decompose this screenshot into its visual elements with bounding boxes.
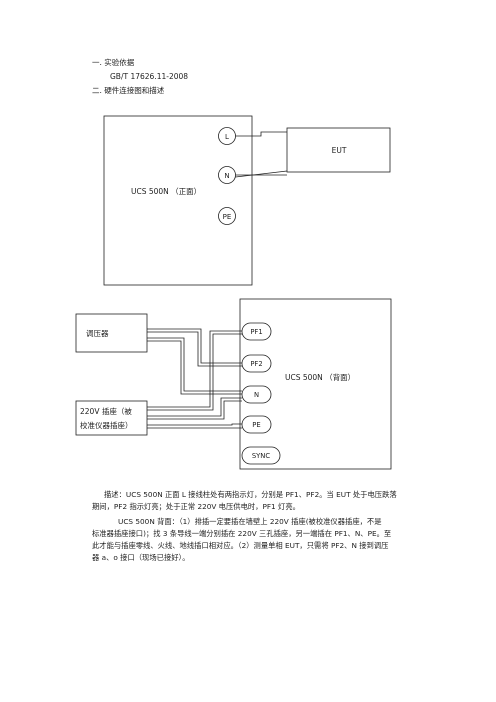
front-port-pe-label: PE [223,213,232,221]
front-port-pe [218,207,236,225]
back-unit-box [239,298,392,470]
description-line-1: 描述：UCS 500N 正面 L 接线柱处有两指示灯，分别是 PF1、PF2。当… [104,490,397,499]
front-port-l-label: L [225,133,229,141]
wire-socket-n-b [147,400,242,420]
back-port-n-label: N [254,391,259,399]
wire-socket-pe-a [147,423,242,426]
back-unit-label: UCS 500N （背面） [285,372,355,382]
back-port-pf2-label: PF2 [250,360,262,368]
regulator-label: 调压器 [86,329,109,338]
section-1-heading: 一. 实验依据 [92,58,135,67]
wire-reg-pf2-a [147,328,242,364]
wire-socket-n-a [147,397,242,417]
back-port-pe [241,415,272,434]
description-line-6: 器 a、o 接口（现场已接好）。 [92,553,190,562]
eut-label: EUT [332,146,347,155]
back-port-pf1-label: PF1 [250,328,262,336]
description-line-5: 此才能与插座零线、火线、地线插口相对应。（2）测量单相 EUT，只需将 PF2、… [92,541,389,550]
wire-reg-n-b [147,340,242,395]
socket-box [75,400,148,436]
description-line-4: 标准器插座接口)；找 3 条导线一端分别插在 220V 三孔插座，另一端插在 P… [92,529,392,538]
wire-socket-pf1-b [147,333,242,411]
back-port-pe-label: PE [252,421,260,429]
regulator-box [75,313,148,353]
section-2-heading: 二. 硬件连接图和描述 [92,86,165,95]
wire-reg-pf2-b [147,331,242,367]
back-port-sync [241,446,281,465]
back-port-pf2 [241,354,272,373]
front-unit-label: UCS 500N （正面） [131,187,201,196]
wire-l-eut [235,131,287,137]
wire-socket-pf1-a [147,330,242,408]
description-line-2: 期间，PF2 指示灯亮；处于正常 220V 电压供电时，PF1 灯亮。 [92,502,300,511]
description-line-3: UCS 500N 背面：（1）排插一定要插在墙壁上 220V 插座(被校准仪器插… [118,517,382,526]
back-port-pf1 [241,322,272,341]
socket-label-line1: 220V 插座（被 [80,406,132,416]
eut-box [286,127,391,173]
wire-n-eut-2 [235,170,288,178]
wire-reg-n-a [147,337,242,392]
back-port-n [241,385,272,404]
back-port-sync-label: SYNC [252,452,271,460]
socket-label-line2: 校准仪器插座） [80,420,133,430]
front-port-n-label: N [224,172,229,180]
front-unit-box [103,115,253,286]
standard-reference: GB/T 17626.11-2008 [110,72,189,81]
